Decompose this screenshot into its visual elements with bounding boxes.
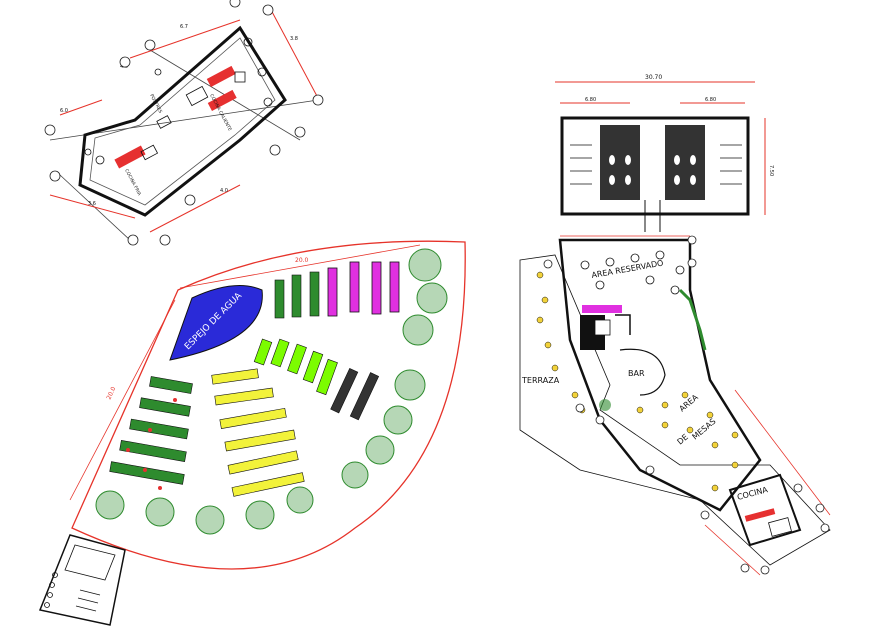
bar-counter bbox=[619, 348, 666, 396]
fan-arc-dimension: 20.0 bbox=[295, 257, 309, 264]
dining-tables bbox=[636, 391, 739, 492]
mesas-label: MESAS bbox=[691, 417, 718, 442]
top-right-dimension: 30.70 bbox=[645, 74, 662, 81]
kitchen-outline bbox=[78, 25, 287, 217]
yellow-rows bbox=[211, 368, 305, 497]
restaurant-walls bbox=[558, 238, 762, 512]
svg-text:4.0: 4.0 bbox=[220, 188, 228, 194]
svg-text:3.6: 3.6 bbox=[88, 201, 96, 207]
restaurant-plan: AREA RESERVADO BAR TERRAZA AREA bbox=[519, 235, 831, 576]
fan-outline bbox=[71, 240, 466, 570]
svg-text:6.7: 6.7 bbox=[180, 24, 188, 30]
kitchen-block bbox=[728, 473, 802, 547]
small-building bbox=[38, 534, 126, 626]
terraza-label: TERRAZA bbox=[521, 376, 560, 385]
area-reservado-label: AREA RESERVADO bbox=[591, 258, 664, 280]
dark-rows bbox=[330, 367, 380, 421]
magenta-rows bbox=[327, 261, 400, 317]
terrace-tables bbox=[536, 271, 586, 414]
green-rows-left bbox=[109, 376, 193, 485]
fan-side-dimension: 20.0 bbox=[105, 386, 117, 401]
lime-rows bbox=[253, 338, 338, 396]
kitchen-plan: 6.7 4.0 3.8 6.0 3.6 4.0 6.8 POSTRES COCI… bbox=[44, 0, 324, 246]
trees bbox=[95, 248, 448, 535]
svg-text:6.80: 6.80 bbox=[705, 97, 716, 103]
terrace-outline bbox=[519, 254, 831, 566]
de-label: DE bbox=[676, 432, 690, 446]
reserved-tables bbox=[580, 250, 685, 295]
svg-text:3.8: 3.8 bbox=[290, 36, 298, 42]
area-label: AREA bbox=[678, 392, 701, 413]
fan-garden: 20.0 20.0 ESPEJO DE AGUA bbox=[38, 240, 466, 626]
water-mirror bbox=[169, 285, 263, 361]
svg-text:6.0: 6.0 bbox=[60, 108, 68, 114]
cocina-fria-label: COCINA FRIA bbox=[123, 168, 142, 197]
right-side-dimension: 7.50 bbox=[768, 165, 774, 176]
green-rows-top bbox=[274, 271, 320, 319]
restroom-plan: 30.70 6.80 6.80 7.50 bbox=[555, 74, 774, 232]
right-mid-dimension: 6.80 bbox=[585, 97, 596, 103]
bar-label: BAR bbox=[628, 369, 645, 378]
